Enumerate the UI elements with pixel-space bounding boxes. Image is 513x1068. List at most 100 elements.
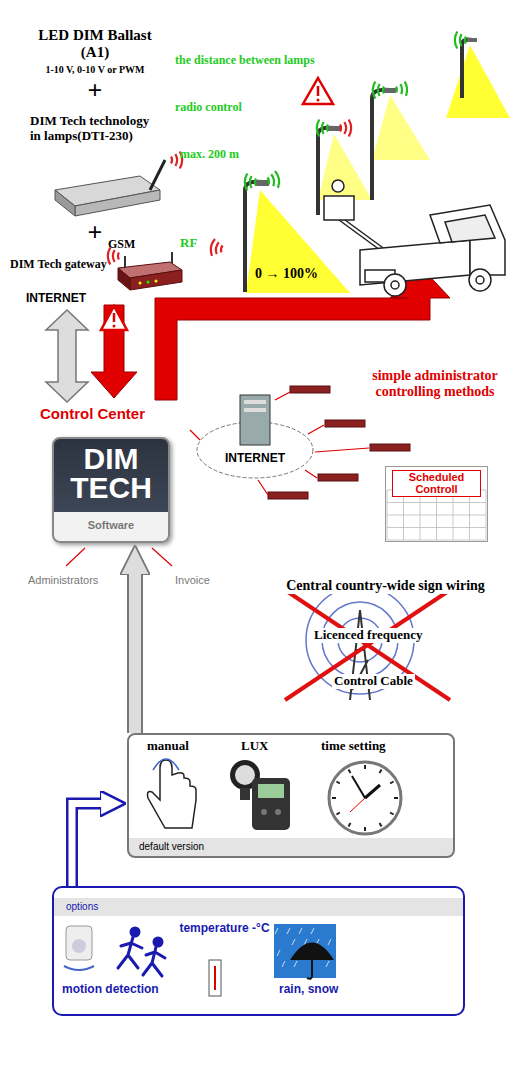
logo-box: DIM TECH Software [52, 437, 170, 543]
label: Invoice [175, 574, 235, 586]
options-panel: options motion detection temperature -°C ra… [52, 886, 465, 1016]
wave-arc [113, 250, 115, 262]
clock-tick [380, 823, 382, 826]
wave-arc [170, 157, 173, 164]
light-cone [318, 134, 372, 200]
wave-arc [221, 246, 223, 253]
label: DIM Tech gateway [10, 258, 110, 271]
label: Administrators [28, 574, 128, 586]
wave-arc [382, 87, 385, 94]
wave-arc [250, 176, 252, 188]
wave-arc [271, 174, 274, 186]
label: INTERNET [212, 452, 298, 465]
label: LED DIM Ballast (A1) [30, 27, 160, 61]
node-text: temperature -°C [172, 922, 277, 935]
calendar-box: Scheduled Controll [385, 466, 488, 542]
label: simple administrator controlling methods [370, 368, 500, 399]
grid-line [387, 527, 486, 528]
wave-arc [211, 239, 215, 256]
lamp-post [245, 40, 472, 292]
wave-arc [400, 84, 402, 94]
label: radio control [175, 101, 295, 114]
node-text: options [66, 901, 146, 912]
gsm-router [118, 252, 182, 290]
label: Control Cable [332, 674, 415, 689]
ballast-device [55, 160, 165, 216]
wave-arc [245, 174, 247, 191]
rain-icon [274, 924, 336, 979]
clock-tick [336, 813, 339, 815]
label: Central country-wide sign wiring [284, 578, 487, 594]
label: Control Center [40, 406, 190, 423]
wave-arc [349, 120, 351, 137]
wave-arc [322, 122, 324, 134]
wave-arc [405, 82, 407, 96]
wave-arc [216, 242, 219, 254]
connector-outline [127, 569, 143, 733]
wave-arc [460, 34, 462, 46]
node-text: manual [147, 739, 217, 754]
lux-meter [230, 760, 290, 830]
clock-tick [390, 782, 393, 784]
motion-sensor [64, 926, 94, 970]
mini-router [268, 386, 410, 499]
node-text: default version [139, 841, 269, 852]
grid-line [387, 540, 486, 541]
radio-waves [108, 32, 466, 265]
node-text: DIM TECH [60, 445, 162, 502]
lamp-head [467, 38, 477, 42]
connector [72, 804, 105, 887]
clock-tick [394, 797, 398, 799]
connector [135, 569, 136, 733]
light-cone [372, 95, 430, 160]
grid-line [387, 502, 486, 503]
node-text: time setting [321, 739, 431, 754]
default-panel: manual LUX time setting default version [127, 733, 455, 858]
wave-arc [464, 37, 467, 44]
runners [118, 928, 165, 976]
panel-strip [54, 898, 463, 916]
double-arrow [46, 310, 88, 402]
node-text: LUX [241, 739, 291, 754]
calendar-grid [387, 490, 486, 540]
clock-tick [364, 765, 366, 769]
clock-tick [349, 823, 351, 826]
wave-arc [373, 82, 375, 99]
lamp-head [328, 126, 340, 131]
server [240, 395, 270, 445]
label: INTERNET [24, 292, 88, 305]
wave-arc [117, 253, 120, 260]
thermometer [209, 960, 221, 996]
label: the distance between lamps [175, 54, 375, 67]
label: RF [180, 236, 220, 251]
node-text: rain, snow [279, 983, 379, 996]
node-text: Scheduled Controll [392, 470, 481, 497]
lamp-head [384, 88, 396, 93]
clock-tick [336, 782, 339, 784]
wave-arc [254, 179, 257, 186]
light-cone [446, 45, 510, 118]
label: max. 200 m [180, 148, 270, 161]
node-text: motion detection [62, 983, 192, 996]
label: + [80, 76, 110, 105]
node-text: Software [60, 519, 162, 531]
label: 1-10 V, 0-10 V or PWM [22, 64, 168, 75]
connector-fill [129, 569, 141, 733]
connector-fill [72, 804, 105, 887]
grid-line [387, 515, 486, 516]
wave-arc [395, 87, 398, 93]
clock-tick [380, 769, 382, 772]
radio-tower [306, 586, 414, 700]
panel-strip [129, 838, 453, 856]
wave-arc [339, 125, 342, 132]
warning-sign [303, 78, 333, 104]
clock-tick [332, 797, 336, 799]
cross-out [285, 590, 450, 700]
lamp-head [255, 180, 269, 186]
label: DIM Tech technology in lamps(DTI-230) [30, 114, 160, 143]
wave-arc [317, 120, 319, 137]
wave-arc [344, 122, 346, 134]
alarm-arrow [91, 305, 137, 398]
label: Licenced frequency [312, 628, 424, 643]
wave-arc [267, 178, 269, 185]
